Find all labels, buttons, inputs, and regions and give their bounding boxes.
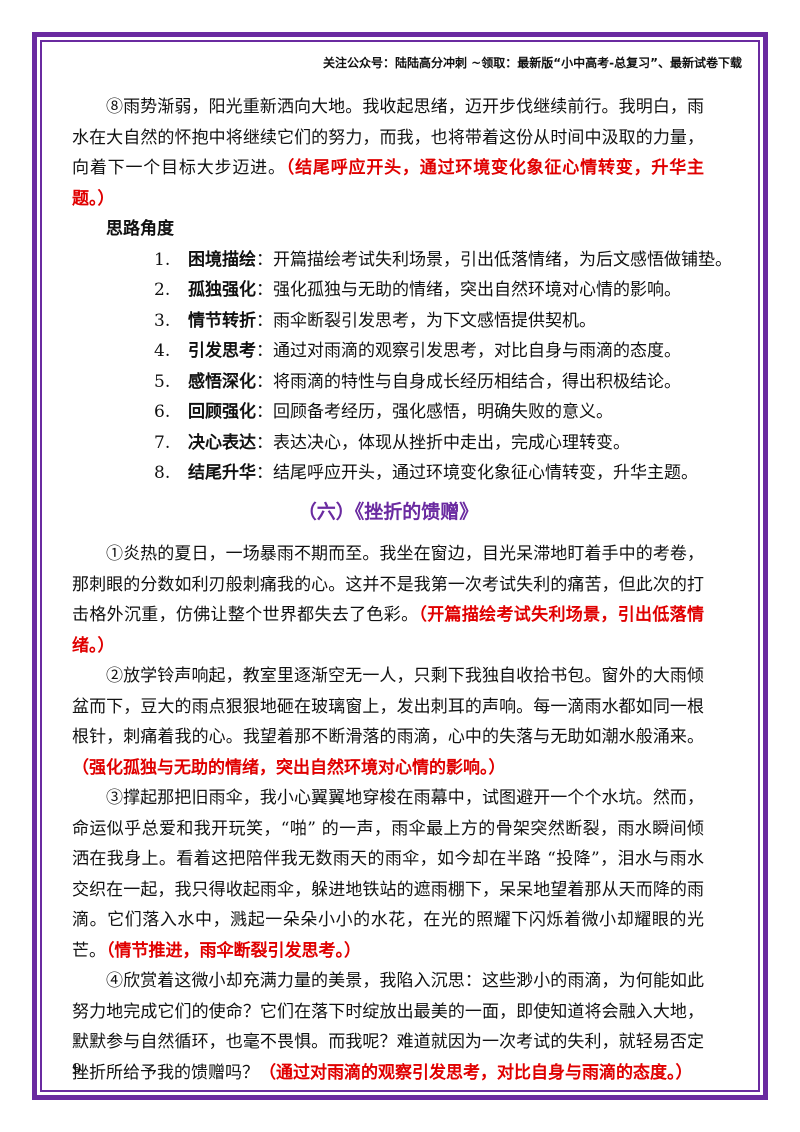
paragraph-8: ⑧雨势渐弱，阳光重新洒向大地。我收起思绪，迈开步伐继续前行。我明白，雨水在大自然… xyxy=(72,92,704,214)
outline-item-number: 7. xyxy=(154,432,171,453)
outline-title: 思路角度 xyxy=(106,219,174,239)
outline-item-description: 通过对雨滴的观察引发思考，对比自身与雨滴的态度。 xyxy=(273,341,681,361)
outline-list: 1.困境描绘：开篇描绘考试失利场景，引出低落情绪，为后文感悟做铺垫。 2.孤独强… xyxy=(154,245,732,489)
annotation-note: （情节推进，雨伞断裂引发思考。） xyxy=(106,940,361,961)
outline-item: 7. 决心表达：表达决心，体现从挫折中走出，完成心理转变。 xyxy=(154,428,704,459)
paragraph-2: ②放学铃声响起，教室里逐渐空无一人，只剩下我独自收拾书包。窗外的大雨倾盆而下，豆… xyxy=(72,661,704,783)
outline-item-keyword: 决心表达 xyxy=(188,432,256,453)
outline-item-keyword: 引发思考 xyxy=(188,341,256,361)
outline-item-keyword: 结尾升华 xyxy=(188,463,256,483)
outline-item-number: 6. xyxy=(154,402,171,422)
outline-item-description: 回顾备考经历，强化感悟，明确失败的意义。 xyxy=(273,402,613,422)
outline-item-number: 1. xyxy=(154,249,171,270)
section-title: （六）《挫折的馈赠》 xyxy=(297,500,479,523)
outline-item-description: 结尾呼应开头，通过环境变化象征心情转变，升华主题。 xyxy=(273,463,698,483)
paragraph-text: ④欣赏着这微小却充满力量的美景，我陷入沉思：这些渺小的雨滴，为何能如此努力地完成… xyxy=(72,971,704,1083)
paragraph-text: ⑧雨势渐弱，阳光重新洒向大地。我收起思绪，迈开步伐继续前行。我明白，雨水在大自然… xyxy=(72,97,704,178)
outline-item-number: 4. xyxy=(154,341,171,361)
outline-item: 6. 回顾强化：回顾备考经历，强化感悟，明确失败的意义。 xyxy=(154,397,704,428)
outline-item-description: 将雨滴的特性与自身成长经历相结合，得出积极结论。 xyxy=(273,371,681,392)
outline-item: 2. 孤独强化：强化孤独与无助的情绪，突出自然环境对心情的影响。 xyxy=(154,275,704,306)
page-content: ⑧雨势渐弱，阳光重新洒向大地。我收起思绪，迈开步伐继续前行。我明白，雨水在大自然… xyxy=(72,92,732,1088)
outline-item-keyword: 感悟深化 xyxy=(188,371,256,392)
page-border-inner xyxy=(40,40,760,1092)
outline-item-description: 强化孤独与无助的情绪，突出自然环境对心情的影响。 xyxy=(273,280,681,300)
outline-item-description: 表达决心，体现从挫折中走出，完成心理转变。 xyxy=(273,432,630,453)
outline-item: 3. 情节转折：雨伞断裂引发思考，为下文感悟提供契机。 xyxy=(154,306,704,337)
annotation-note: （结尾呼应开头，通过环境变化象征心情转变，升华主题。） xyxy=(72,158,705,209)
annotation-note: （开篇描绘考试失利场景，引出低落情绪。） xyxy=(72,605,705,656)
outline-item-separator: ： xyxy=(256,371,273,392)
outline-item-separator: ： xyxy=(256,280,273,300)
outline-item-description: 开篇描绘考试失利场景，引出低落情绪，为后文感悟做铺垫。 xyxy=(273,249,732,270)
page-header: 关注公众号：陆陆高分冲刺 ~领取：最新版“小中高考-总复习”、最新试卷下载 xyxy=(323,56,742,70)
outline-item-number: 8. xyxy=(154,463,171,483)
paragraph-text: ①炎热的夏日，一场暴雨不期而至。我坐在窗边，目光呆滞地盯着手中的考卷，那刺眼的分… xyxy=(72,544,704,625)
outline-item: 1. 困境描绘：开篇描绘考试失利场景，引出低落情绪，为后文感悟做铺垫。 xyxy=(154,245,732,276)
paragraph-3: ③撑起那把旧雨伞，我小心翼翼地穿梭在雨幕中，试图避开一个个水坑。然而，命运似乎总… xyxy=(72,783,704,966)
outline-item-separator: ： xyxy=(256,310,273,331)
paragraph-1: ①炎热的夏日，一场暴雨不期而至。我坐在窗边，目光呆滞地盯着手中的考卷，那刺眼的分… xyxy=(72,539,704,661)
paragraph-text: ②放学铃声响起，教室里逐渐空无一人，只剩下我独自收拾书包。窗外的大雨倾盆而下，豆… xyxy=(72,666,704,747)
outline-item-keyword: 情节转折 xyxy=(188,310,256,331)
outline-item-separator: ： xyxy=(256,341,273,361)
outline-item-number: 5. xyxy=(154,371,171,392)
annotation-note: （强化孤独与无助的情绪，突出自然环境对心情的影响。） xyxy=(72,757,506,778)
outline-item-separator: ： xyxy=(256,463,273,483)
outline-item-keyword: 回顾强化 xyxy=(188,402,256,422)
outline-item-separator: ： xyxy=(256,249,273,270)
outline-item-number: 2. xyxy=(154,280,171,300)
outline-item: 4. 引发思考：通过对雨滴的观察引发思考，对比自身与雨滴的态度。 xyxy=(154,336,704,367)
paragraph-4: ④欣赏着这微小却充满力量的美景，我陷入沉思：这些渺小的雨滴，为何能如此努力地完成… xyxy=(72,966,704,1088)
outline-item-description: 雨伞断裂引发思考，为下文感悟提供契机。 xyxy=(273,310,596,331)
paragraph-text: ③撑起那把旧雨伞，我小心翼翼地穿梭在雨幕中，试图避开一个个水坑。然而，命运似乎总… xyxy=(72,788,704,961)
page-number: 9 xyxy=(72,1060,82,1078)
outline-item: 5. 感悟深化：将雨滴的特性与自身成长经历相结合，得出积极结论。 xyxy=(154,367,704,398)
page-border-outer xyxy=(32,32,768,1100)
outline-item-separator: ： xyxy=(256,402,273,422)
outline-item-keyword: 困境描绘 xyxy=(188,249,256,270)
outline-item-keyword: 孤独强化 xyxy=(188,280,256,300)
outline-item: 8. 结尾升华：结尾呼应开头，通过环境变化象征心情转变，升华主题。 xyxy=(154,458,704,489)
outline-item-separator: ： xyxy=(256,432,273,453)
annotation-note: （通过对雨滴的观察引发思考，对比自身与雨滴的态度。） xyxy=(259,1062,693,1083)
outline-item-number: 3. xyxy=(154,310,171,331)
